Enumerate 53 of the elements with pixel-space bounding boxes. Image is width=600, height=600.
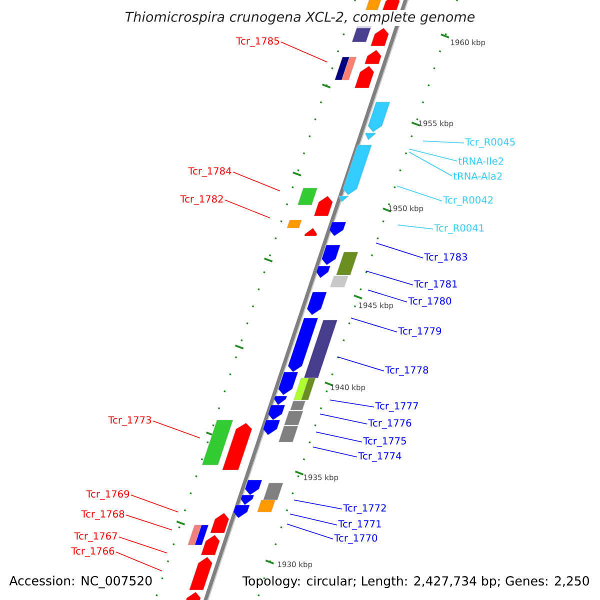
gene-label: Tcr_1770 (334, 534, 378, 544)
leader-line (408, 148, 458, 162)
gene-label: Tcr_1777 (375, 402, 418, 412)
gene-label: Tcr_1774 (358, 452, 402, 462)
leader-line (232, 172, 280, 192)
gene-label: Tcr_1781 (414, 280, 457, 290)
leader-line (116, 552, 162, 572)
gene-label: Tcr_R0042 (443, 196, 493, 206)
leader-line (366, 270, 414, 286)
gene-label: Tcr_1778 (385, 366, 428, 376)
leader-line (126, 514, 172, 530)
gene-label: Tcr_1767 (74, 532, 117, 542)
leader-line (408, 152, 452, 176)
gene-label: Tcr_1772 (343, 504, 386, 514)
leader-line (368, 290, 408, 302)
gene-label: Tcr_1780 (408, 297, 452, 307)
leader-line (294, 500, 342, 510)
gene-label: Tcr_1771 (338, 520, 381, 530)
leader-line (422, 140, 464, 144)
gene-label: tRNA-Ile2 (458, 157, 504, 165)
leader-line (312, 446, 358, 458)
gene-label: Tcr_1775 (363, 437, 406, 447)
gene-label: Tcr_1785 (236, 37, 279, 47)
gene-label: Tcr_1768 (81, 510, 124, 520)
leader-line (152, 420, 200, 438)
leader-line (396, 186, 442, 202)
gene-label: Tcr_1766 (71, 547, 114, 557)
leader-line (330, 400, 374, 408)
footer-text: Accession: NC_007520 (9, 576, 152, 588)
gene-label: Tcr_1782 (180, 195, 223, 205)
gene-label: Tcr_1773 (108, 416, 152, 426)
leader-line (286, 524, 334, 540)
gene-label: Tcr_1776 (368, 419, 412, 429)
leader-line (320, 414, 368, 424)
gene-label: Tcr_1769 (86, 490, 130, 500)
gene-label: Tcr_1784 (188, 167, 232, 177)
gene-label: Tcr_1779 (398, 327, 442, 337)
gene-label: Tcr_R0045 (465, 138, 515, 148)
leader-line (224, 200, 270, 218)
leader-line (398, 224, 434, 230)
leader-line (316, 432, 362, 442)
leader-line (338, 356, 384, 372)
leader-line (130, 494, 178, 512)
leader-line (350, 318, 398, 332)
gene-label: Tcr_1783 (424, 253, 467, 263)
footer-text: Topology: circular; Length: 2,427,734 bp; Genes: 2,250 (242, 576, 589, 588)
gene-label: Tcr_R0041 (434, 224, 484, 234)
leader-line (290, 514, 338, 526)
leader-line (280, 42, 328, 62)
leader-line (118, 536, 168, 554)
gene-label: tRNA-Ala2 (453, 172, 502, 180)
title: Thiomicrospira crunogena XCL-2, complete genome (123, 10, 477, 26)
leader-line (376, 242, 424, 258)
